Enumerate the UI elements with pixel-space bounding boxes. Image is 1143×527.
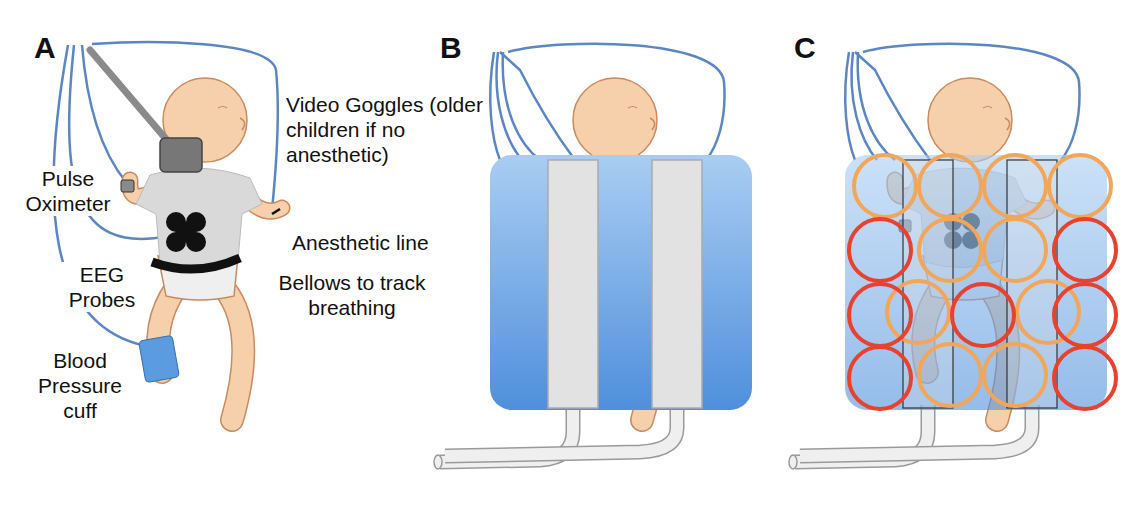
- callout-label: Anesthetic line: [290, 230, 465, 255]
- panel-letter: B: [438, 30, 478, 66]
- callout-label: Bellows to track breathing: [262, 270, 442, 320]
- callout-label: Video Goggles (older children if no anes…: [284, 92, 489, 168]
- callout-label: Blood Pressure cuff: [30, 348, 130, 424]
- panel-letter: C: [792, 30, 832, 66]
- panel-letter: A: [32, 30, 72, 66]
- callout-label: Pulse Oximeter: [22, 166, 114, 216]
- callout-label: EEG Probes: [62, 262, 142, 312]
- panel-c: [789, 44, 1116, 469]
